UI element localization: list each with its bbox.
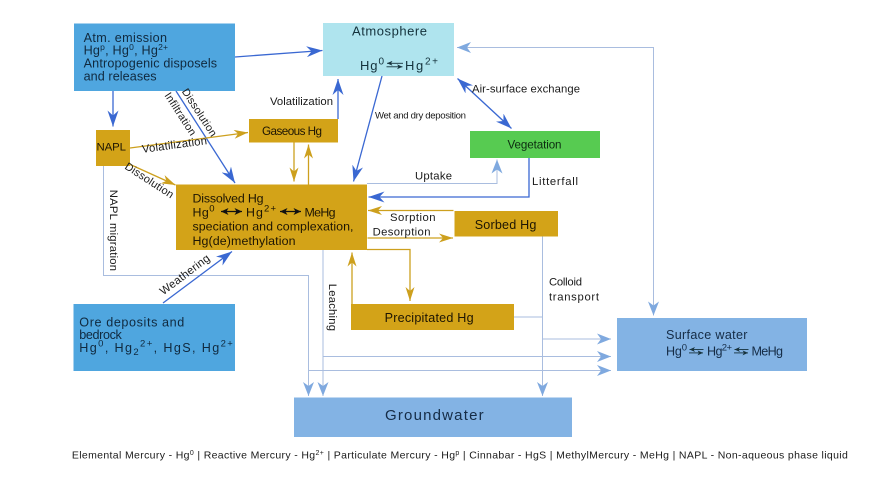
svg-text:Litterfall: Litterfall bbox=[532, 176, 578, 188]
svg-text:Volatilization: Volatilization bbox=[141, 135, 208, 156]
svg-text:Desorption: Desorption bbox=[373, 227, 431, 239]
svg-text:and releases: and releases bbox=[84, 69, 157, 83]
svg-text:Groundwater: Groundwater bbox=[385, 407, 484, 424]
svg-text:transport: transport bbox=[549, 292, 600, 304]
svg-text:Atmosphere: Atmosphere bbox=[352, 24, 427, 39]
svg-text:Air-surface exchange: Air-surface exchange bbox=[472, 84, 580, 96]
svg-text:Hgp, Hg0, Hg2+: Hgp, Hg0, Hg2+ bbox=[84, 42, 168, 58]
svg-text:Atm. emission: Atm. emission bbox=[84, 31, 167, 45]
svg-text:Elemental Mercury - Hg0 | Reac: Elemental Mercury - Hg0 | Reactive Mercu… bbox=[72, 450, 848, 462]
svg-text:MeHg: MeHg bbox=[752, 345, 784, 359]
svg-text:Ore deposits and: Ore deposits and bbox=[79, 316, 184, 330]
svg-text:speciation and complexation,: speciation and complexation, bbox=[193, 220, 354, 234]
svg-text:Sorbed Hg: Sorbed Hg bbox=[475, 218, 537, 232]
svg-text:Antropogenic disposels: Antropogenic disposels bbox=[84, 57, 218, 71]
svg-text:Dissolved Hg: Dissolved Hg bbox=[193, 192, 264, 206]
svg-text:MeHg: MeHg bbox=[305, 206, 336, 220]
svg-text:Gaseous Hg: Gaseous Hg bbox=[262, 125, 322, 138]
svg-text:Surface water: Surface water bbox=[666, 328, 748, 342]
svg-text:Precipitated Hg: Precipitated Hg bbox=[385, 311, 474, 325]
svg-text:Uptake: Uptake bbox=[415, 171, 452, 183]
svg-text:NAPL migration: NAPL migration bbox=[107, 190, 119, 272]
svg-text:Hg0, Hg22+, HgS, Hg2+: Hg0, Hg22+, HgS, Hg2+ bbox=[79, 339, 233, 359]
svg-text:Wet and dry deposition: Wet and dry deposition bbox=[375, 111, 466, 122]
svg-text:Hg(de)methylation: Hg(de)methylation bbox=[193, 234, 296, 248]
svg-text:Hg0: Hg0 bbox=[666, 343, 687, 359]
svg-text:Volatilization: Volatilization bbox=[270, 96, 333, 108]
svg-text:Colloid: Colloid bbox=[549, 277, 582, 289]
svg-text:Vegetation: Vegetation bbox=[508, 139, 562, 152]
svg-text:NAPL: NAPL bbox=[97, 142, 127, 154]
svg-text:Leaching: Leaching bbox=[326, 284, 338, 331]
svg-text:Sorption: Sorption bbox=[390, 212, 436, 224]
svg-text:bedrock: bedrock bbox=[79, 328, 122, 342]
